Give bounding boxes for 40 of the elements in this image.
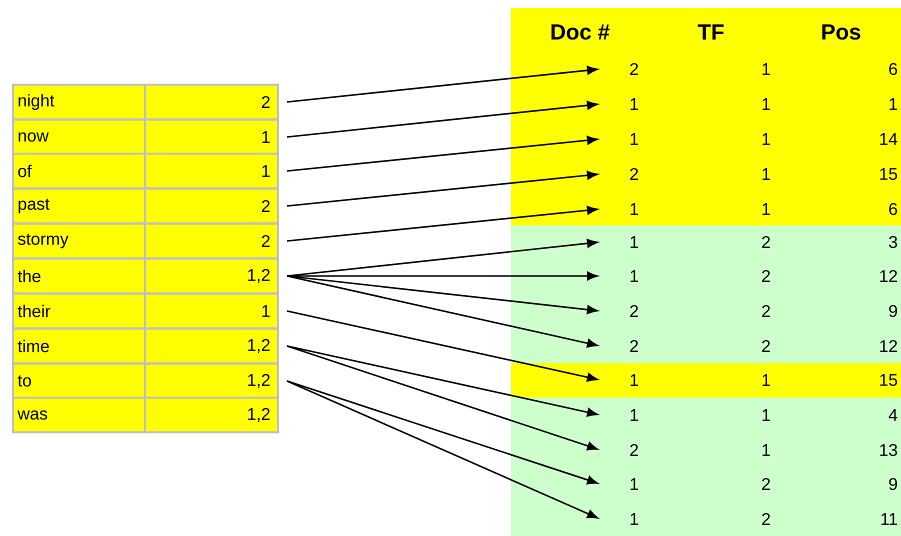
term-row: the 1,2 [12,258,279,294]
posting-row: 1 2 12 [630,270,897,282]
arrow [286,380,598,518]
posting-row: 1 1 1 [630,98,897,110]
arrow [286,170,598,207]
arrow [286,345,598,417]
posting-row: 2 1 15 [630,168,898,180]
arrow [287,272,598,280]
column-header: Doc # [552,24,610,40]
posting-row: 1 1 4 [630,409,898,421]
term-row: past 2 [12,188,279,224]
arrow [286,275,598,348]
term-row: their 1 [12,292,279,330]
arrow [286,136,598,172]
posting-row: 1 2 11 [630,513,897,525]
posting-row: 1 2 3 [630,236,898,248]
arrow [286,380,598,484]
term-row: stormy 2 [12,222,279,260]
posting-row: 2 2 9 [630,304,898,318]
arrow [286,345,598,450]
posting-row: 1 1 14 [630,133,898,145]
posting-row: 1 1 15 [630,374,898,386]
arrow [286,100,598,138]
column-header: Pos [822,24,860,40]
arrow [286,275,598,314]
posting-row: 2 2 12 [630,340,897,352]
arrow [286,206,598,242]
arrow [286,66,598,103]
term-row: now 1 [12,118,279,156]
term-row: night 2 [12,84,279,120]
term-row: of 1 [12,152,279,190]
posting-row: 2 1 13 [630,444,898,456]
posting-row: 1 1 6 [630,202,898,216]
term-row: to 1,2 [12,362,279,400]
posting-row: 2 1 6 [630,62,898,76]
arrow [286,310,598,382]
column-header: TF [698,24,724,40]
term-row: was 1,2 [12,396,279,434]
term-row: time 1,2 [12,328,279,364]
posting-row: 1 2 9 [630,478,898,490]
